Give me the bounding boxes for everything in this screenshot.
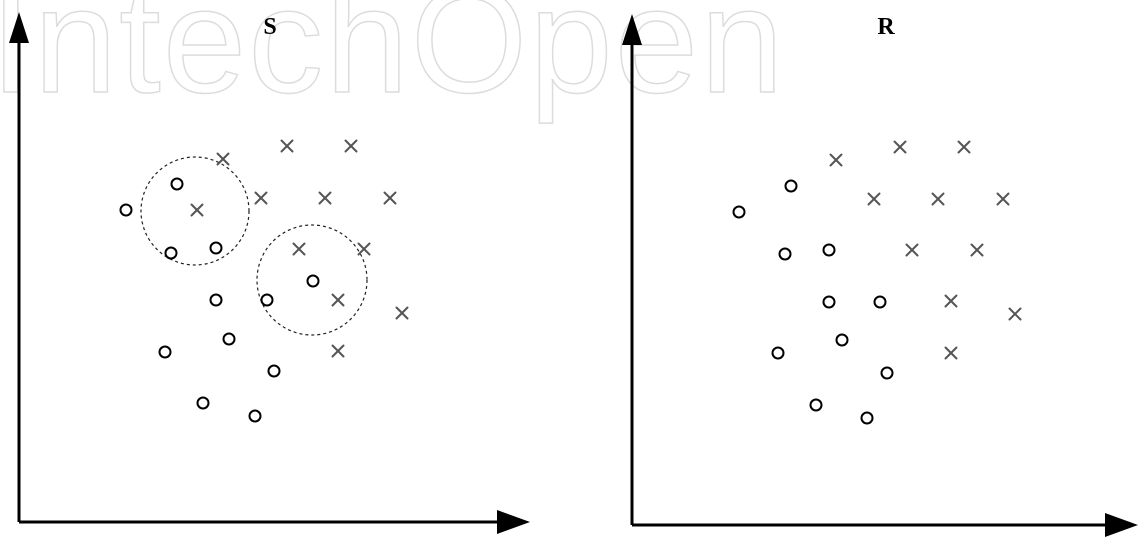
panel-s-circle-marker bbox=[164, 246, 178, 260]
panel-r-circle-marker bbox=[822, 295, 836, 309]
panel-r-axes bbox=[622, 14, 1138, 537]
panel-s-x-arrowhead bbox=[497, 510, 530, 534]
panel-r-circle-marker bbox=[860, 411, 874, 425]
panel-s-cross-marker bbox=[383, 191, 397, 205]
panel-r-circle-marker bbox=[784, 179, 798, 193]
panel-s-circle-marker bbox=[260, 293, 274, 307]
panel-s-circle-marker bbox=[248, 409, 262, 423]
panel-r-cross-marker bbox=[829, 153, 843, 167]
panel-s-circle-marker bbox=[209, 293, 223, 307]
panel-s-title: S bbox=[263, 14, 276, 40]
panel-r-cross-marker bbox=[944, 346, 958, 360]
panel-r-circle-marker bbox=[880, 366, 894, 380]
panel-r-cross-marker bbox=[931, 192, 945, 206]
panel-s-circle-marker bbox=[267, 364, 281, 378]
panel-s-y-arrowhead bbox=[9, 12, 29, 43]
panel-r-circle-marker bbox=[809, 398, 823, 412]
panel-r-circle-marker bbox=[835, 333, 849, 347]
panel-r-cross-marker bbox=[970, 243, 984, 257]
panel-s-cross-marker bbox=[292, 242, 306, 256]
panel-r-cross-marker bbox=[944, 294, 958, 308]
panel-s-circle-marker bbox=[170, 177, 184, 191]
panel-s-cross-marker bbox=[395, 306, 409, 320]
panel-s-circle-marker bbox=[196, 396, 210, 410]
watermark-text: IntechOpen bbox=[0, 0, 786, 124]
panel-s-cross-marker bbox=[216, 152, 230, 166]
panel-r-x-arrowhead bbox=[1105, 513, 1138, 537]
panel-s-cross-marker bbox=[318, 191, 332, 205]
panel-r-circle-marker bbox=[822, 243, 836, 257]
panel-s-neighborhood-circle bbox=[140, 156, 250, 266]
panel-s-neighborhood-circle bbox=[256, 224, 368, 336]
panel-s-cross-marker bbox=[254, 191, 268, 205]
panel-s-cross-marker bbox=[331, 293, 345, 307]
panel-r-cross-marker bbox=[1008, 307, 1022, 321]
panel-r-cross-marker bbox=[996, 192, 1010, 206]
panel-s-cross-marker bbox=[190, 203, 204, 217]
panel-s-cross-marker bbox=[331, 344, 345, 358]
panel-r-title: R bbox=[877, 14, 895, 40]
panel-s-axes bbox=[9, 12, 530, 534]
panel-r-cross-marker bbox=[867, 192, 881, 206]
panel-s-circle-marker bbox=[209, 241, 223, 255]
panel-r-circle-marker bbox=[771, 346, 785, 360]
panel-s-circle-marker bbox=[222, 332, 236, 346]
panel-s-cross-marker bbox=[280, 139, 294, 153]
panel-r-cross-marker bbox=[893, 140, 907, 154]
panel-r-cross-marker bbox=[905, 243, 919, 257]
panel-s-circle-marker bbox=[158, 345, 172, 359]
panel-s-cross-marker bbox=[344, 139, 358, 153]
data-markers bbox=[119, 139, 1022, 425]
neighborhood-circles bbox=[140, 156, 368, 336]
panel-s-circle-marker bbox=[306, 274, 320, 288]
panel-r-cross-marker bbox=[957, 140, 971, 154]
panel-r-circle-marker bbox=[778, 247, 792, 261]
panel-s-cross-marker bbox=[357, 242, 371, 256]
panel-s-circle-marker bbox=[119, 203, 133, 217]
panel-r-circle-marker bbox=[732, 205, 746, 219]
panel-r-y-arrowhead bbox=[622, 14, 642, 45]
panel-r-circle-marker bbox=[873, 295, 887, 309]
